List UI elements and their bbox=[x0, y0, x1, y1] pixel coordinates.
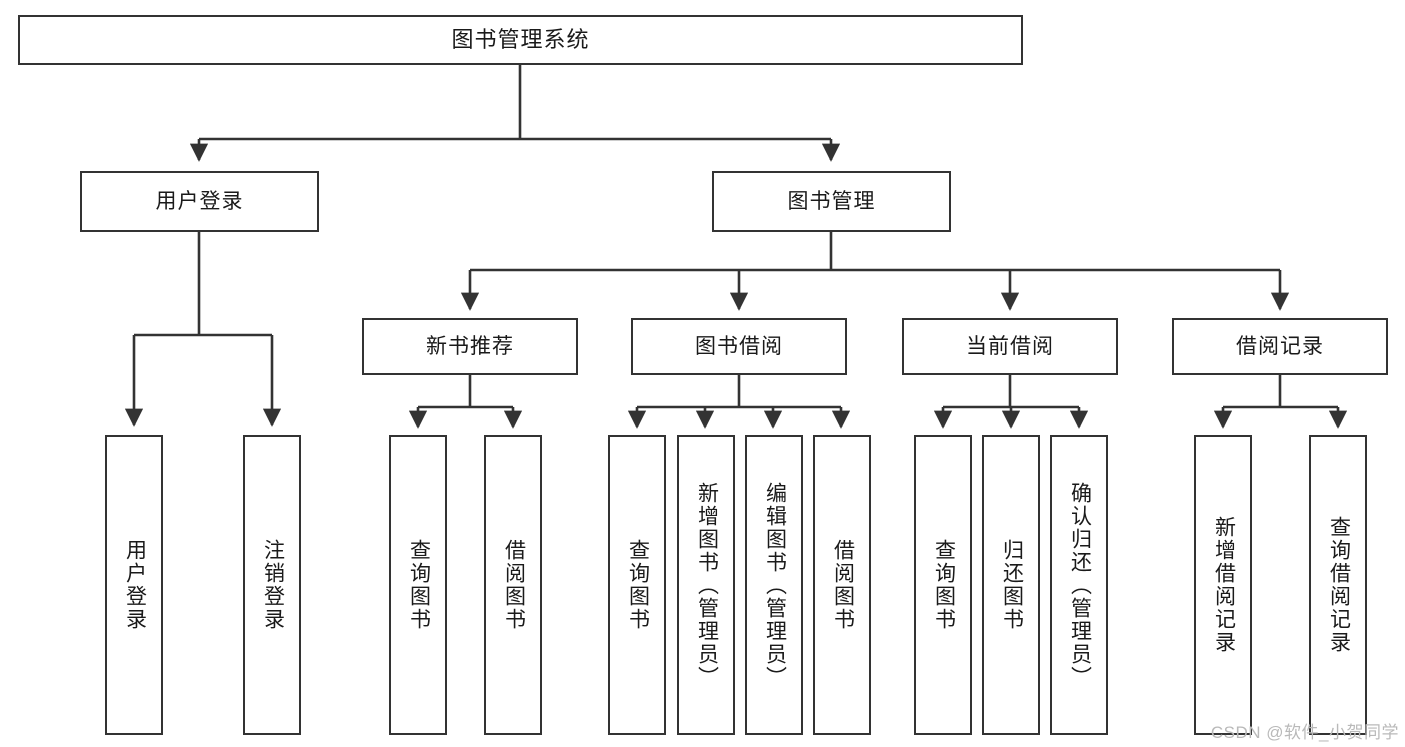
node-book-management[interactable]: 图书管理 bbox=[712, 171, 951, 232]
leaf-user-login-label: 用户登录 bbox=[123, 539, 147, 631]
leaf-add-book-admin-label: 新增图书（管理员） bbox=[695, 481, 719, 689]
node-book-borrow-label: 图书借阅 bbox=[695, 334, 783, 358]
node-current-borrow-label: 当前借阅 bbox=[966, 334, 1054, 358]
node-borrow-record-label: 借阅记录 bbox=[1236, 334, 1324, 358]
node-user-login[interactable]: 用户登录 bbox=[80, 171, 319, 232]
leaf-add-book-admin[interactable]: 新增图书（管理员） bbox=[677, 435, 735, 735]
node-new-book-recommend-label: 新书推荐 bbox=[426, 334, 514, 358]
leaf-add-borrow-record[interactable]: 新增借阅记录 bbox=[1194, 435, 1252, 735]
leaf-edit-book-admin[interactable]: 编辑图书（管理员） bbox=[745, 435, 803, 735]
leaf-query-book-current-label: 查询图书 bbox=[932, 539, 956, 631]
leaf-query-borrow-record-label: 查询借阅记录 bbox=[1327, 516, 1351, 654]
node-new-book-recommend[interactable]: 新书推荐 bbox=[362, 318, 578, 375]
leaf-query-book-borrow[interactable]: 查询图书 bbox=[608, 435, 666, 735]
node-book-management-label: 图书管理 bbox=[787, 189, 876, 213]
leaf-borrow-book-label: 借阅图书 bbox=[831, 539, 855, 631]
leaf-edit-book-admin-label: 编辑图书（管理员） bbox=[763, 481, 787, 689]
node-borrow-record[interactable]: 借阅记录 bbox=[1172, 318, 1388, 375]
leaf-query-book-borrow-label: 查询图书 bbox=[626, 539, 650, 631]
node-user-login-label: 用户登录 bbox=[155, 189, 244, 213]
leaf-borrow-book-recommend[interactable]: 借阅图书 bbox=[484, 435, 542, 735]
leaf-query-book-recommend-label: 查询图书 bbox=[407, 539, 431, 631]
leaf-borrow-book-recommend-label: 借阅图书 bbox=[502, 539, 526, 631]
leaf-add-borrow-record-label: 新增借阅记录 bbox=[1212, 516, 1236, 654]
leaf-query-book-current[interactable]: 查询图书 bbox=[914, 435, 972, 735]
leaf-query-book-recommend[interactable]: 查询图书 bbox=[389, 435, 447, 735]
leaf-return-book-label: 归还图书 bbox=[1000, 539, 1024, 631]
leaf-confirm-return-admin[interactable]: 确认归还（管理员） bbox=[1050, 435, 1108, 735]
leaf-borrow-book[interactable]: 借阅图书 bbox=[813, 435, 871, 735]
leaf-logout-login-label: 注销登录 bbox=[261, 539, 285, 631]
node-current-borrow[interactable]: 当前借阅 bbox=[902, 318, 1118, 375]
leaf-confirm-return-admin-label: 确认归还（管理员） bbox=[1068, 481, 1092, 689]
leaf-user-login[interactable]: 用户登录 bbox=[105, 435, 163, 735]
leaf-logout-login[interactable]: 注销登录 bbox=[243, 435, 301, 735]
node-root[interactable]: 图书管理系统 bbox=[18, 15, 1023, 65]
node-root-label: 图书管理系统 bbox=[451, 26, 590, 52]
node-book-borrow[interactable]: 图书借阅 bbox=[631, 318, 847, 375]
leaf-query-borrow-record[interactable]: 查询借阅记录 bbox=[1309, 435, 1367, 735]
watermark: CSDN @软件_小贺同学 bbox=[1210, 723, 1399, 742]
leaf-return-book[interactable]: 归还图书 bbox=[982, 435, 1040, 735]
